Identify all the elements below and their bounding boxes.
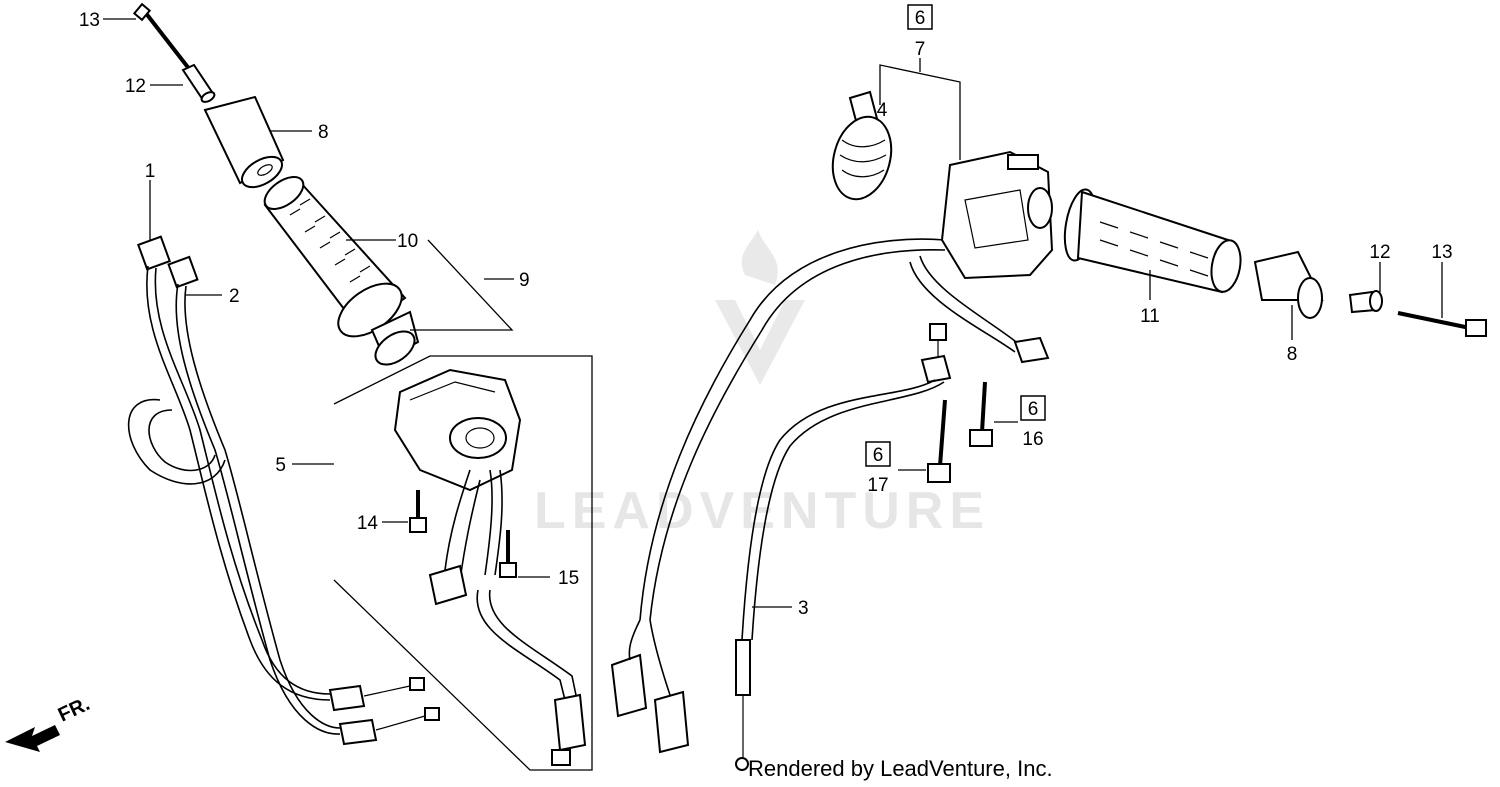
callout-4: 4 — [877, 100, 888, 121]
screw-15[interactable] — [499, 530, 517, 578]
throttle-pulley-4[interactable] — [824, 90, 900, 206]
screw-14[interactable] — [409, 490, 427, 533]
callout-12-right: 12 — [1369, 242, 1390, 263]
callout-6-low-box — [865, 441, 891, 467]
screw-16[interactable] — [969, 381, 993, 447]
wire-harness[interactable] — [610, 238, 946, 754]
callout-16: 16 — [1022, 429, 1043, 450]
right-bar-end-weight-8[interactable] — [1253, 250, 1324, 319]
callout-6-top-box — [907, 4, 933, 30]
callout-2: 2 — [229, 286, 240, 307]
callout-6-top: 6 — [915, 8, 926, 29]
callout-3: 3 — [798, 598, 809, 619]
watermark-text: LEADVENTURE — [534, 482, 990, 540]
watermark-logo-icon — [715, 230, 805, 385]
callout-8-left: 8 — [318, 122, 329, 143]
throttle-cable-1[interactable] — [136, 235, 425, 712]
callout-6-mid: 6 — [1028, 399, 1039, 420]
screw-17[interactable] — [927, 399, 951, 483]
callout-12-left: 12 — [125, 76, 146, 97]
left-grip-10[interactable] — [259, 171, 420, 372]
callout-13-left: 13 — [79, 10, 100, 31]
right-grip-11[interactable] — [1060, 187, 1244, 294]
callout-15: 15 — [558, 568, 579, 589]
callout-10: 10 — [397, 231, 418, 252]
front-direction-label: FR. — [55, 693, 93, 727]
front-direction-arrow-icon — [5, 725, 60, 752]
callout-13-right: 13 — [1431, 242, 1452, 263]
right-bar-end-bolt-13[interactable] — [1397, 311, 1487, 337]
left-bar-end-weight-8[interactable] — [203, 95, 287, 193]
callout-1: 1 — [145, 161, 156, 182]
left-handlebar-switch-5[interactable] — [393, 368, 587, 766]
right-collar-12[interactable] — [1348, 290, 1383, 314]
left-collar-12[interactable] — [181, 63, 216, 104]
callout-14: 14 — [357, 513, 379, 534]
callout-7: 7 — [915, 39, 926, 60]
callout-8-right: 8 — [1287, 344, 1298, 365]
callout-6-low: 6 — [873, 445, 884, 466]
left-bar-end-bolt-13[interactable] — [132, 2, 192, 72]
watermark: LEADVENTURE — [534, 230, 990, 540]
right-handlebar-switch-throttle-housing[interactable] — [909, 150, 1054, 364]
footer-credit: Rendered by LeadVenture, Inc. — [748, 756, 1053, 781]
callout-5: 5 — [275, 455, 286, 476]
callout-6-mid-box — [1020, 395, 1046, 421]
throttle-cable-2[interactable] — [127, 255, 440, 746]
clutch-cable-3[interactable] — [735, 323, 952, 771]
callout-17: 17 — [867, 475, 888, 496]
callout-9: 9 — [519, 270, 530, 291]
callout-11: 11 — [1140, 306, 1160, 327]
